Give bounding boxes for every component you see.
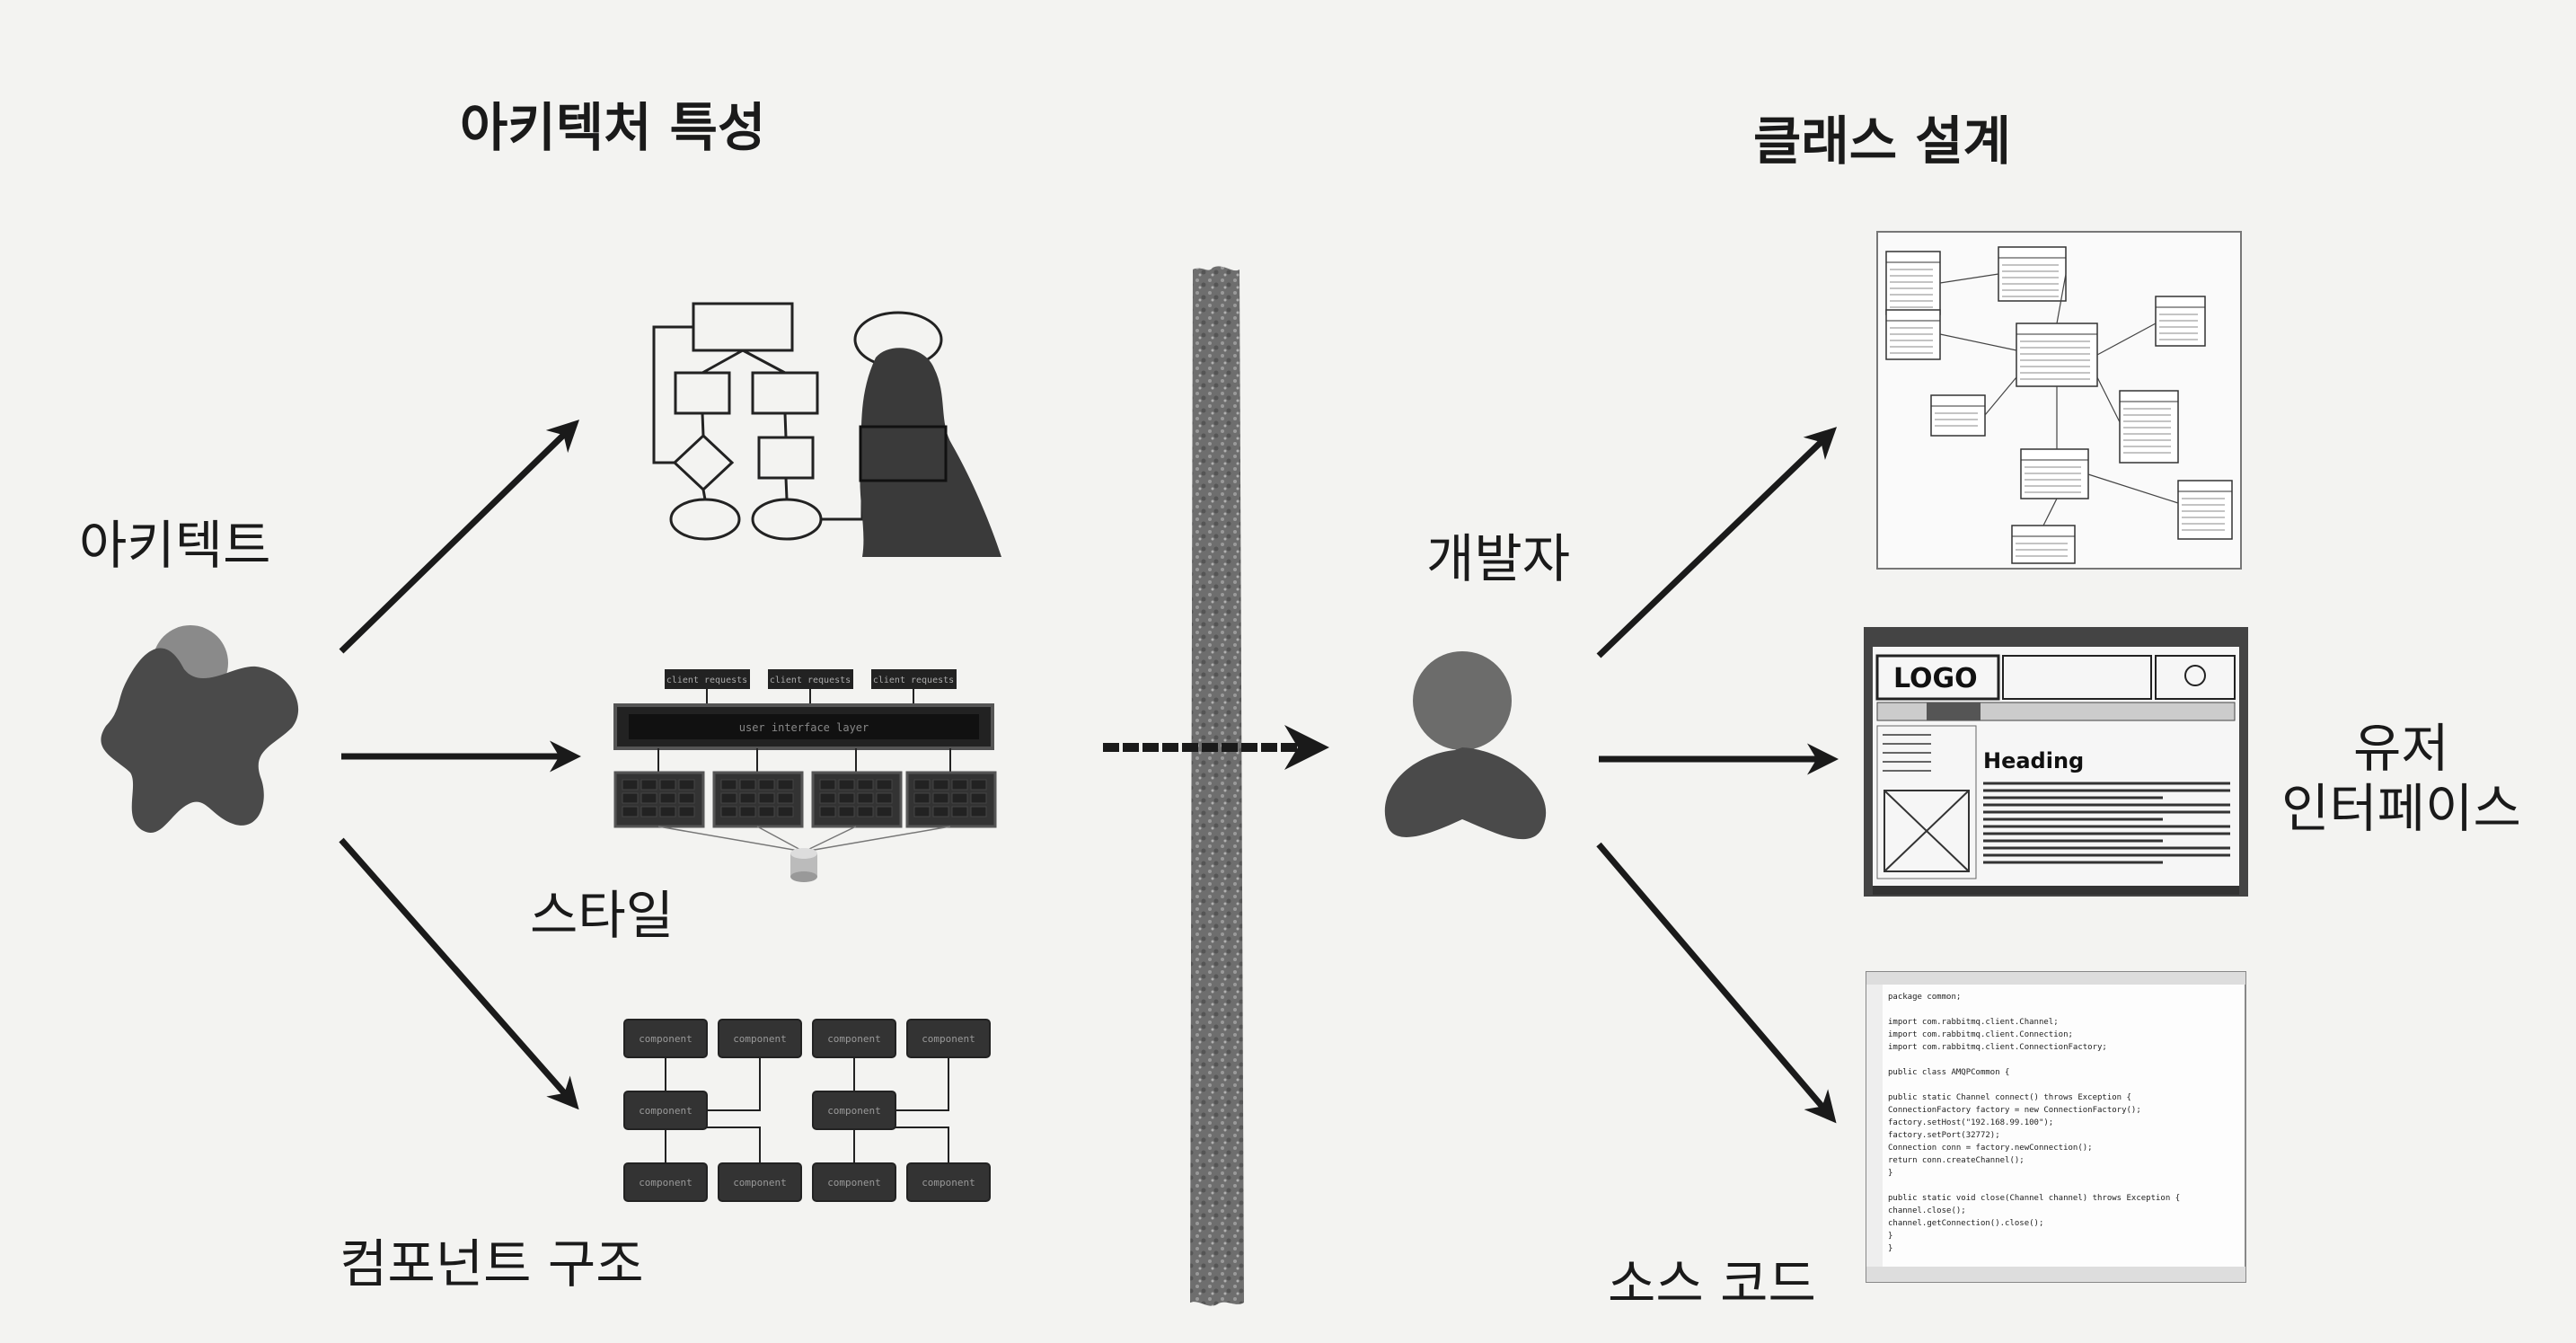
code-line: } [1888, 1169, 1892, 1178]
component-label: component [922, 1033, 975, 1045]
request-box [768, 669, 853, 689]
component-label: component [639, 1033, 693, 1045]
ui-heading-text: Heading [1983, 748, 2084, 773]
request-box [871, 669, 957, 689]
code-line: channel.getConnection().close(); [1888, 1219, 2043, 1228]
request-label: client requests [873, 676, 954, 685]
logo-text: LOGO [1893, 663, 1978, 694]
uml-class-box [2011, 525, 2076, 564]
code-line: ConnectionFactory factory = new Connecti… [1888, 1106, 2141, 1115]
code-line: channel.close(); [1888, 1206, 1966, 1215]
component-label: component [733, 1033, 787, 1045]
uml-class-box [2119, 390, 2179, 464]
uml-class-diagram [1876, 231, 2242, 570]
arrow-to-class-design [1596, 427, 1838, 658]
request-box [665, 669, 750, 689]
code-line: Connection conn = factory.newConnection(… [1888, 1144, 2093, 1153]
developer-figure [1384, 651, 1547, 840]
component-label: component [827, 1177, 881, 1188]
code-line: return conn.createChannel(); [1888, 1156, 2025, 1165]
code-line: factory.setHost("192.168.99.100"); [1888, 1118, 2053, 1127]
arrow-to-traits [339, 420, 580, 654]
code-line: import com.rabbitmq.client.ConnectionFac… [1888, 1043, 2107, 1052]
request-label: client requests [770, 676, 851, 685]
uml-class-box [2177, 480, 2233, 540]
source-code-window: package common; import com.rabbitmq.clien… [1866, 971, 2246, 1283]
architecture-traits-heading: 아키텍처 특성 [460, 97, 766, 158]
code-line: } [1888, 1232, 1892, 1241]
class-design-heading: 클래스 설계 [1753, 110, 2011, 172]
code-line: public class AMQPCommon { [1888, 1068, 2009, 1077]
component-label: component [733, 1177, 787, 1188]
flowchart-sketch [652, 302, 864, 541]
developer-label: 개발자 [1426, 528, 1571, 589]
ui-wireframe: LOGO Heading [1864, 627, 2248, 897]
style-label: 스타일 [530, 885, 675, 946]
code-line: package common; [1888, 993, 1961, 1002]
uml-class-box [1998, 246, 2067, 302]
source-code-label: 소스 코드 [1608, 1253, 1816, 1314]
component-label: component [639, 1105, 693, 1117]
uml-class-box [1885, 251, 1941, 315]
ui-layer-label: user interface layer [739, 721, 869, 734]
style-layered-diagram: client requests client requests client req… [613, 669, 997, 882]
user-interface-label: 유저 인터페이스 [2281, 718, 2521, 839]
code-line: factory.setPort(32772); [1888, 1131, 2000, 1140]
component-structure-diagram: component component component component comp… [623, 1019, 991, 1202]
uml-class-box [2016, 322, 2098, 387]
arrow-to-source-code [1596, 842, 1837, 1124]
database-icon [790, 848, 817, 882]
component-label: component [827, 1033, 881, 1045]
code-line: public static void close(Channel channel… [1888, 1194, 2180, 1203]
hand-drawing-icon [853, 311, 1001, 557]
code-line: import com.rabbitmq.client.Channel; [1888, 1018, 2059, 1027]
request-label: client requests [666, 676, 747, 685]
code-line: import com.rabbitmq.client.Connection; [1888, 1030, 2073, 1039]
code-line: public static Channel connect() throws E… [1888, 1093, 2131, 1102]
code-line: } [1888, 1244, 1892, 1253]
component-structure-label: 컴포넌트 구조 [340, 1233, 644, 1294]
uml-class-box [1930, 394, 1986, 437]
separator-wall [1190, 266, 1244, 1306]
architect-label: 아키텍트 [79, 515, 271, 576]
component-label: component [639, 1177, 693, 1188]
component-label: component [827, 1105, 881, 1117]
component-label: component [922, 1177, 975, 1188]
architect-figure [101, 625, 299, 834]
arrow-to-components [339, 837, 579, 1110]
